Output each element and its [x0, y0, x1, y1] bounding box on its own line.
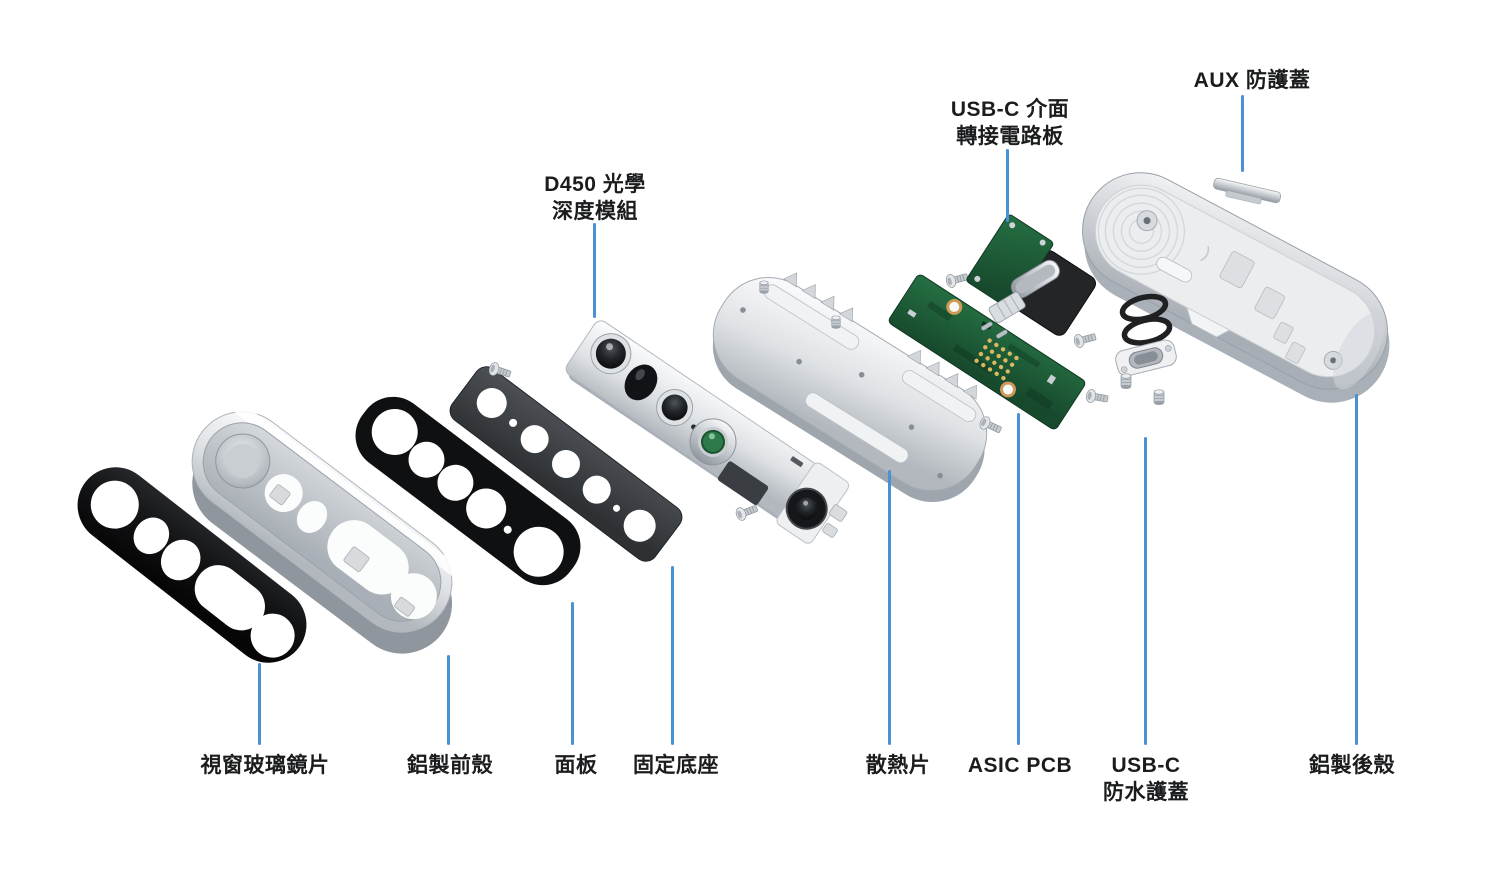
leader-asic-pcb — [1016, 413, 1020, 745]
label-text: 深度模組 — [551, 200, 638, 223]
label-heatsink: 散熱片 — [866, 752, 931, 779]
leader-panel — [570, 602, 574, 745]
gold-contact-grid — [974, 338, 1019, 381]
part-window-glass — [77, 467, 307, 663]
label-text: 散熱片 — [865, 754, 931, 777]
label-window-glass: 視窗玻璃鏡片 — [201, 752, 330, 779]
part-screw-pin — [831, 315, 841, 330]
label-usbc-waterproof-cover: USB-C 防水護蓋 — [1103, 752, 1189, 806]
part-screw — [944, 269, 970, 290]
ir-aperture — [624, 364, 658, 401]
label-text: AUX 防護蓋 — [1193, 69, 1311, 92]
label-text: 固定底座 — [633, 754, 719, 777]
part-screw — [1072, 329, 1098, 350]
label-text: 面板 — [554, 754, 598, 777]
part-mount-base — [449, 366, 683, 562]
label-text: 轉接電路板 — [956, 125, 1064, 148]
part-d450-module — [565, 320, 850, 544]
part-heatsink — [712, 272, 988, 503]
label-panel: 面板 — [555, 752, 598, 779]
label-aux-cover: AUX 防護蓋 — [1194, 67, 1311, 94]
leader-heatsink — [887, 470, 891, 745]
label-front-shell: 鋁製前殼 — [407, 752, 493, 779]
part-screw — [1084, 388, 1110, 406]
label-asic-pcb: ASIC PCB — [968, 752, 1072, 779]
usbc-plug — [1010, 259, 1061, 299]
leader-usbc-cover — [1143, 437, 1147, 745]
label-usbc-adapter-board: USB-C 介面 轉接電路板 — [951, 96, 1069, 150]
leader-aux-cover — [1240, 95, 1244, 172]
machined-arcs — [1097, 187, 1186, 275]
label-d450-module: D450 光學 深度模組 — [544, 171, 646, 225]
leader-window-glass — [257, 663, 261, 745]
part-screw-pin — [759, 280, 769, 295]
label-text: ASIC PCB — [967, 754, 1073, 777]
part-aux-cover — [1213, 177, 1282, 205]
part-standoff — [1120, 373, 1132, 390]
leader-d450-module — [592, 223, 596, 318]
label-mount-base: 固定底座 — [633, 752, 719, 779]
label-text: 鋁製前殼 — [407, 754, 493, 777]
label-text: USB-C 介面 — [950, 98, 1070, 121]
label-text: USB-C — [1111, 754, 1181, 777]
label-text: D450 光學 — [544, 173, 646, 196]
part-standoff — [1153, 389, 1165, 406]
part-usbc-adapter-board — [966, 214, 1097, 339]
leader-usbc-board — [1005, 149, 1009, 222]
part-back-shell — [1082, 172, 1390, 403]
part-asic-pcb — [888, 274, 1086, 430]
part-usbc-waterproof-cover — [1115, 339, 1177, 377]
label-text: 鋁製後殼 — [1309, 754, 1395, 777]
part-panel — [355, 396, 581, 586]
label-text: 防水護蓋 — [1103, 781, 1189, 804]
label-text: 視窗玻璃鏡片 — [200, 754, 330, 777]
leader-mount-base — [670, 566, 674, 745]
leader-front-shell — [446, 655, 450, 745]
part-front-shell — [191, 402, 463, 654]
leader-back-shell — [1354, 394, 1358, 745]
part-oring — [1121, 316, 1173, 346]
label-back-shell: 鋁製後殼 — [1309, 752, 1395, 779]
